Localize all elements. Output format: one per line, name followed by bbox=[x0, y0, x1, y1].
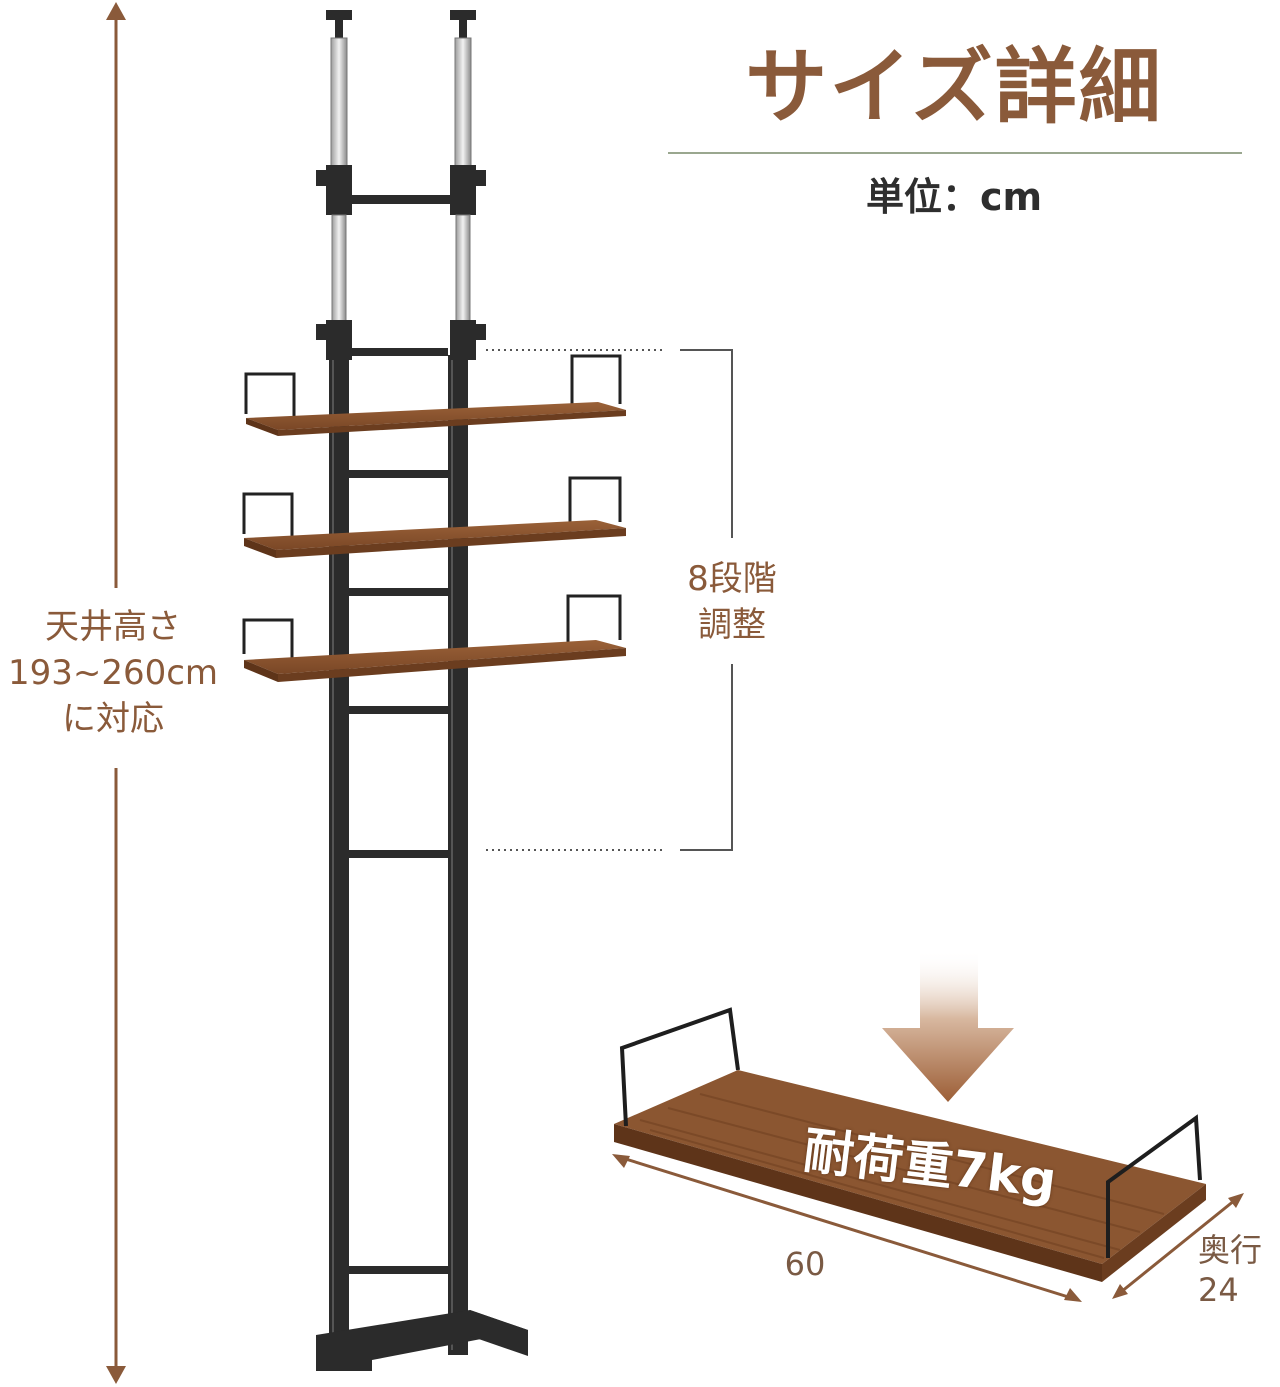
title-divider bbox=[668, 152, 1242, 154]
ceiling-height-line3: に対応 bbox=[62, 699, 164, 739]
shelf-depth-line1: 奥行 bbox=[1198, 1231, 1263, 1269]
page-title: サイズ詳細 bbox=[745, 40, 1163, 135]
shelf-bottom bbox=[242, 594, 626, 682]
depth-dimension-line bbox=[1112, 1193, 1244, 1299]
adjust-range-bracket bbox=[486, 349, 733, 851]
shelf-depth-label: 奥行 24 bbox=[1198, 1230, 1280, 1310]
shelf-middle bbox=[242, 476, 626, 558]
ceiling-height-line1: 天井高さ bbox=[45, 607, 181, 647]
ceiling-height-line2: 193~260cm bbox=[7, 653, 219, 693]
shelf-depth-line2: 24 bbox=[1198, 1271, 1239, 1309]
shelf-width-label: 60 bbox=[784, 1245, 826, 1283]
shelf-detail bbox=[614, 1007, 1206, 1282]
shelf-top bbox=[244, 354, 626, 436]
width-dimension-line bbox=[612, 1154, 1082, 1302]
shelf-adjust-label: 8段階 調整 bbox=[680, 556, 784, 648]
unit-label: 単位：cm bbox=[865, 175, 1043, 219]
shelf-adjust-line2: 調整 bbox=[698, 605, 766, 645]
ceiling-height-label: 天井高さ 193~260cm に対応 bbox=[0, 604, 226, 742]
shelf-adjust-line1: 8段階 bbox=[687, 559, 777, 599]
load-arrow bbox=[882, 950, 1014, 1102]
tension-rack bbox=[316, 10, 528, 1371]
height-dimension-line bbox=[106, 2, 126, 1384]
